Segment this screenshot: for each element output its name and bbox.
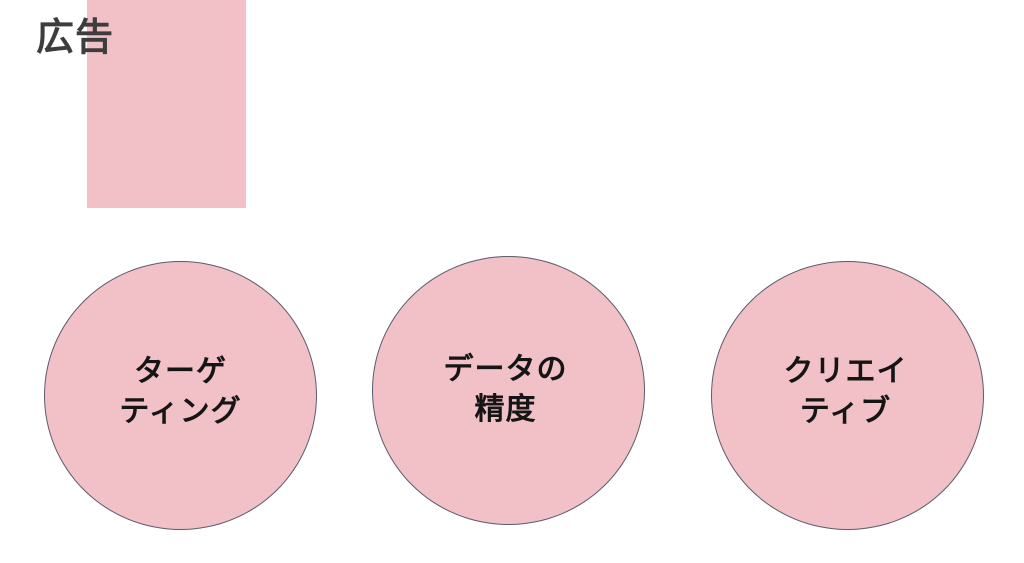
circle-label-line-1: ターゲ <box>133 353 227 389</box>
circle-targeting: ターゲ ティング <box>44 261 317 530</box>
circle-label-line-2: 精度 <box>474 391 537 427</box>
circle-data-accuracy: データの 精度 <box>372 256 645 525</box>
circle-label-line-2: ティング <box>119 393 242 429</box>
circle-label-line-2: ティブ <box>799 393 892 429</box>
circle-label: データの 精度 <box>444 350 568 430</box>
circle-label: ターゲ ティング <box>119 352 241 432</box>
slide-title: 広告 <box>36 15 115 59</box>
circle-label-line-1: データの <box>443 351 568 387</box>
circle-creative: クリエイ ティブ <box>711 261 984 530</box>
circle-label-line-1: クリエイ <box>783 353 908 389</box>
accent-bar <box>87 0 246 208</box>
circle-label: クリエイ ティブ <box>784 352 908 432</box>
